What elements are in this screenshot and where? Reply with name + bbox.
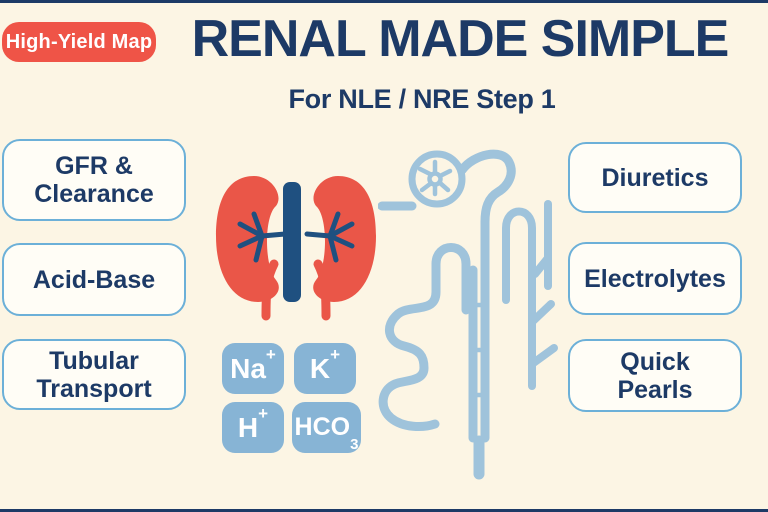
ion-chip-hco3: HCO3 — [292, 402, 361, 453]
topic-card-gfr-clearance: GFR & Clearance — [2, 139, 186, 221]
top-edge-stripe — [0, 0, 768, 3]
ion-chip-h: H+ — [222, 402, 284, 453]
kidney-pair-icon — [216, 176, 376, 321]
topic-card-electrolytes: Electrolytes — [568, 242, 742, 315]
topic-card-quick-pearls: Quick Pearls — [568, 339, 742, 412]
bottom-edge-stripe — [0, 509, 768, 512]
topic-card-tubular-transport: Tubular Transport — [2, 339, 186, 410]
high-yield-badge: High-Yield Map — [2, 22, 156, 62]
nephron-icon — [378, 149, 558, 480]
topic-label: Acid-Base — [32, 265, 156, 294]
page-subtitle: For NLE / NRE Step 1 — [288, 84, 556, 114]
ion-chip-k: K+ — [294, 343, 356, 394]
ion-label: K+ — [309, 345, 341, 384]
topic-card-acid-base: Acid-Base — [2, 243, 186, 316]
ion-label: H+ — [237, 404, 269, 443]
glomerulus-icon — [408, 150, 466, 208]
topic-label: GFR & Clearance — [34, 152, 154, 208]
topic-label: Quick Pearls — [617, 347, 693, 404]
page-title: RENAL MADE SIMPLE — [191, 10, 730, 68]
ion-chip-na: Na+ — [222, 343, 284, 394]
topic-label: Electrolytes — [584, 264, 726, 293]
ion-label: Na+ — [230, 345, 276, 384]
badge-label: High-Yield Map — [5, 30, 153, 53]
ion-label: HCO3 — [294, 413, 359, 453]
topic-label: Diuretics — [601, 163, 709, 192]
topic-label: Tubular Transport — [36, 346, 152, 403]
topic-card-diuretics: Diuretics — [568, 142, 742, 213]
